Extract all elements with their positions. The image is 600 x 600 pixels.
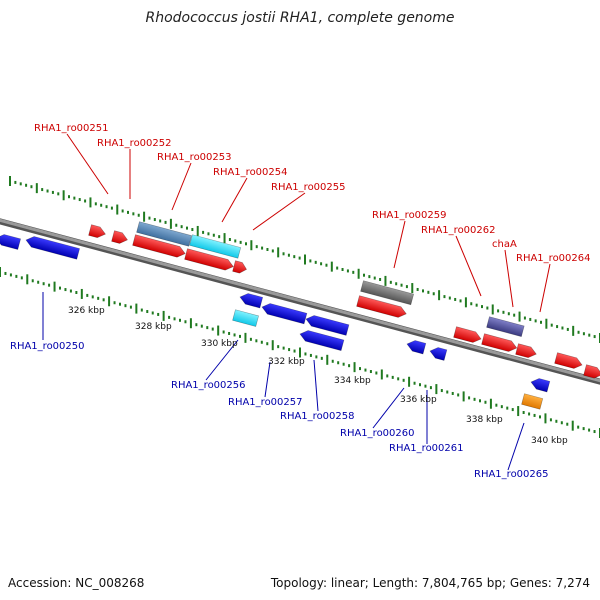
kbp-label: 336 kbp (400, 395, 437, 405)
gene-label-ro00262[interactable]: RHA1_ro00262 (421, 225, 496, 236)
topology-text: Topology: linear; Length: 7,804,765 bp; … (270, 576, 590, 590)
forward-gene-labels: RHA1_ro00251 RHA1_ro00252 RHA1_ro00253 R… (34, 123, 591, 264)
gene-ro00253-box (136, 221, 192, 247)
gene-ro00259-box (360, 280, 415, 306)
gene-label-ro00253[interactable]: RHA1_ro00253 (157, 152, 232, 163)
connector-line (507, 422, 525, 471)
gene-ro00259-arrow (356, 295, 407, 318)
gene-label-ro00250[interactable]: RHA1_ro00250 (10, 341, 85, 352)
kbp-label: 330 kbp (201, 339, 238, 349)
connector-line (171, 162, 192, 211)
gene-ro00266-arrow (583, 364, 600, 379)
connector-line (393, 220, 406, 269)
gene-ro00252-arrow (111, 230, 128, 244)
kbp-label: 328 kbp (135, 322, 172, 332)
gene-ro00265-box (521, 393, 544, 410)
gene-ro00263-arrow (515, 343, 537, 358)
gene-chaA-box (486, 316, 525, 337)
gene-ro00258b-arrow (299, 330, 345, 352)
gene-ro00249-arrow (0, 234, 21, 250)
gene-ro00264-arrow (554, 352, 583, 369)
gene-label-ro00259[interactable]: RHA1_ro00259 (372, 210, 447, 221)
kbp-label: 338 kbp (466, 415, 503, 425)
connector-line (205, 339, 239, 381)
map-title: Rhodococcus jostii RHA1, complete genome (145, 10, 454, 26)
gene-ro00250-arrow (25, 236, 80, 260)
gene-ro00261-arrow (429, 347, 448, 361)
connector-line (313, 359, 319, 412)
kbp-labels: 326 kbp 328 kbp 330 kbp 332 kbp 334 kbp … (68, 306, 568, 446)
genome-backbone (0, 218, 600, 385)
connector-line (504, 249, 514, 308)
connector-line (372, 387, 405, 429)
connector-line (455, 235, 482, 297)
reverse-gene-labels: RHA1_ro00250 RHA1_ro00256 RHA1_ro00257 R… (10, 341, 549, 480)
connector-line (221, 177, 248, 223)
gene-ro00265-arrow (530, 378, 551, 393)
gene-ro00253-arrow (132, 234, 186, 258)
gene-ro00262-arrow (453, 326, 482, 343)
gene-ro00260-arrow (406, 340, 427, 355)
connector-line (252, 192, 306, 231)
gene-label-ro00258[interactable]: RHA1_ro00258 (280, 411, 355, 422)
gene-ro00256-box (232, 309, 259, 327)
connector-line (66, 133, 109, 195)
gene-ro00254-arrow (184, 248, 234, 271)
gene-ro00254-box (189, 234, 242, 259)
gene-label-ro00255[interactable]: RHA1_ro00255 (271, 182, 346, 193)
gene-ro00257-arrow (261, 303, 308, 325)
gene-label-ro00264[interactable]: RHA1_ro00264 (516, 253, 591, 264)
accession-text: Accession: NC_008268 (8, 576, 145, 590)
gene-label-chaA[interactable]: chaA (492, 239, 517, 250)
gene-ro00255-arrow (232, 260, 247, 274)
connector-line (264, 361, 271, 398)
gene-ro00251-arrow (88, 224, 106, 238)
kbp-label: 334 kbp (334, 376, 371, 386)
gene-features (0, 221, 600, 410)
kbp-label: 326 kbp (68, 306, 105, 316)
gene-label-ro00261[interactable]: RHA1_ro00261 (389, 443, 464, 454)
gene-label-ro00256[interactable]: RHA1_ro00256 (171, 380, 246, 391)
kbp-label: 332 kbp (268, 357, 305, 367)
tick-tracks (0, 176, 600, 438)
gene-label-ro00265[interactable]: RHA1_ro00265 (474, 469, 549, 480)
label-connectors (42, 133, 551, 471)
gene-label-ro00257[interactable]: RHA1_ro00257 (228, 397, 303, 408)
gene-label-ro00251[interactable]: RHA1_ro00251 (34, 123, 109, 134)
kbp-label: 340 kbp (531, 436, 568, 446)
gene-ro00258-arrow (305, 315, 350, 336)
gene-label-ro00254[interactable]: RHA1_ro00254 (213, 167, 288, 178)
gene-label-ro00260[interactable]: RHA1_ro00260 (340, 428, 415, 439)
gene-label-ro00252[interactable]: RHA1_ro00252 (97, 138, 172, 149)
gene-ro00256-arrow (239, 293, 264, 309)
connector-line (539, 263, 551, 313)
gene-chaA-arrow (481, 333, 518, 352)
